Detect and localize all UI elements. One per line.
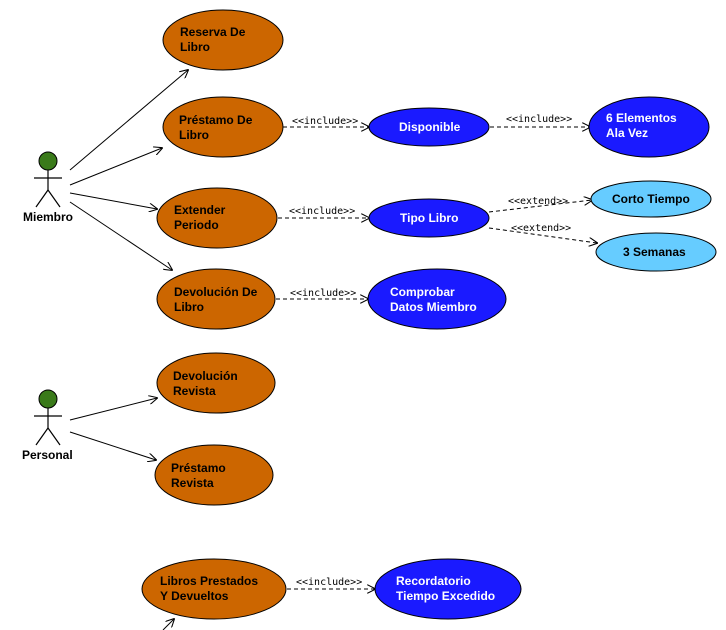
use-case-label: Devolución De [174,285,258,299]
use-case-prestamo-de-libro[interactable]: Préstamo De Libro [162,96,284,158]
actor-personal[interactable]: Personal [22,389,73,462]
use-case-label: Periodo [174,218,219,232]
actor-head-icon [38,389,58,409]
associations [69,70,188,630]
use-case-label: 3 Semanas [623,245,686,259]
stereotype-label: <<include>> [506,114,572,125]
use-case-label: Datos Miembro [390,300,477,314]
use-case-label: Ala Vez [606,126,648,140]
use-case-label: Tipo Libro [400,211,458,225]
use-case-label: Préstamo [171,461,226,475]
use-case-devolucion-revista[interactable]: Devolución Revista [156,352,276,414]
actor-label: Personal [22,448,73,462]
association-offscreen-libros-prestados [162,619,174,630]
use-case-tipo-libro[interactable]: Tipo Libro [368,198,490,238]
use-case-label: Disponible [399,120,461,134]
actor-miembro[interactable]: Miembro [23,151,73,224]
dependencies [276,127,597,589]
use-case-extender-periodo[interactable]: Extender Periodo [156,187,278,249]
use-case-label: Corto Tiempo [612,192,690,206]
actor-head-icon [38,151,58,171]
association-miembro-reserva [69,70,188,171]
use-case-label: Préstamo De [179,113,253,127]
use-case-comprobar-datos-miembro[interactable]: Comprobar Datos Miembro [367,268,507,330]
association-personal-devolucion-revista [69,398,157,421]
use-case-disponible[interactable]: Disponible [368,107,490,147]
use-case-label: Libro [179,128,209,142]
stereotype-label: <<include>> [290,288,356,299]
stereotype-labels: <<include>> <<include>> <<include>> <<ex… [289,114,572,588]
extend-tipo-libro-corto-tiempo [488,200,592,213]
association-miembro-prestamo-libro [69,148,162,186]
use-case-label: Comprobar [390,285,455,299]
use-case-corto-tiempo[interactable]: Corto Tiempo [590,180,712,218]
use-case-recordatorio-tiempo-excedido[interactable]: Recordatorio Tiempo Excedido [374,558,522,620]
use-case-label: 6 Elementos [606,111,677,125]
use-case-3-semanas[interactable]: 3 Semanas [595,232,717,272]
stereotype-label: <<include>> [296,577,362,588]
stereotype-label: <<include>> [292,116,358,127]
stereotype-label: <<extend>> [511,223,571,234]
use-case-label: Libro [174,300,204,314]
use-case-libros-prestados-y-devueltos[interactable]: Libros Prestados Y Devueltos [141,558,287,620]
use-case-label: Extender [174,203,226,217]
stereotype-label: <<extend>> [508,196,568,207]
use-case-6-elementos-ala-vez[interactable]: 6 Elementos Ala Vez [588,96,710,158]
association-personal-prestamo-revista [69,431,156,460]
use-case-label: Tiempo Excedido [396,589,495,603]
use-case-label: Y Devueltos [160,589,229,603]
use-case-label: Recordatorio [396,574,471,588]
use-case-label: Devolución [173,369,238,383]
use-case-label: Libro [180,40,210,54]
use-cases: Reserva De Libro Préstamo De Libro Exten… [141,9,717,620]
use-case-label: Revista [171,476,214,490]
use-case-label: Libros Prestados [160,574,258,588]
use-case-reserva-de-libro[interactable]: Reserva De Libro [162,9,284,71]
use-case-label: Reserva De [180,25,246,39]
actor-label: Miembro [23,210,73,224]
association-miembro-extender [69,192,157,209]
use-case-prestamo-revista[interactable]: Préstamo Revista [154,444,274,506]
association-miembro-devolucion-libro [69,201,172,270]
stereotype-label: <<include>> [289,206,355,217]
use-case-devolucion-de-libro[interactable]: Devolución De Libro [156,268,276,330]
use-case-label: Revista [173,384,216,398]
